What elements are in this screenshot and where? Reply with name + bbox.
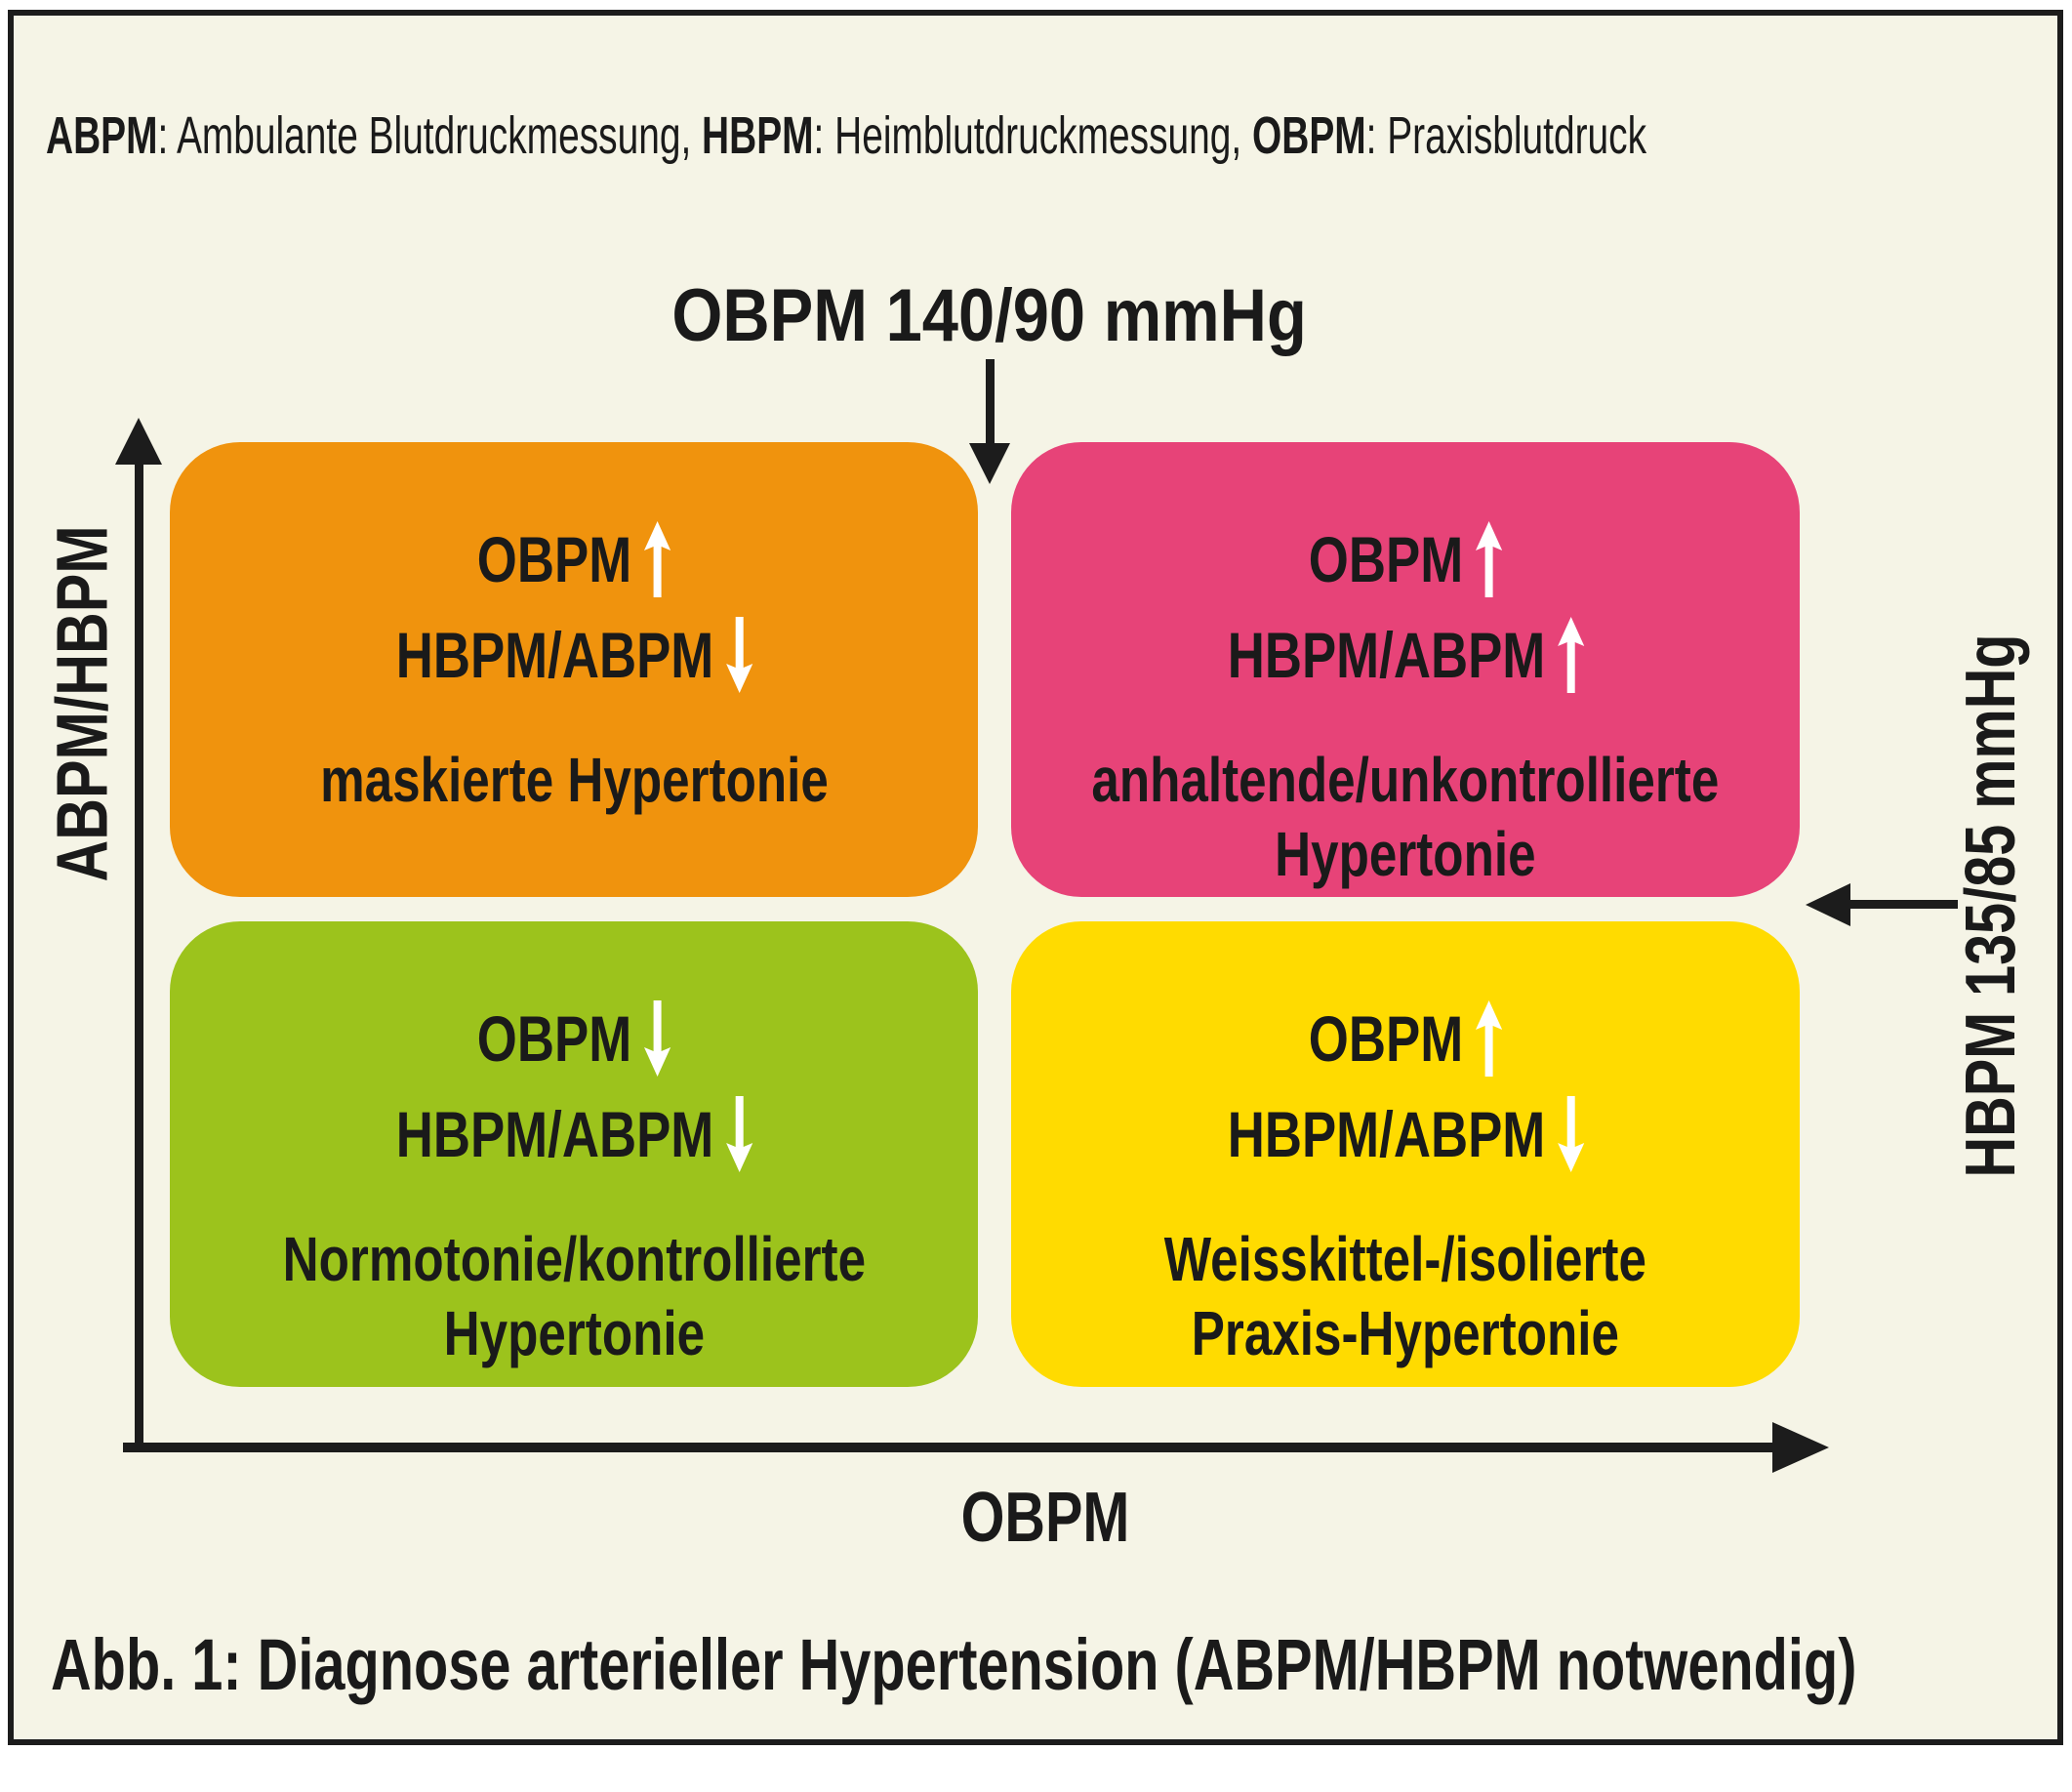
legend-hbpm: HBPM <box>702 106 814 165</box>
legend-obpm: OBPM <box>1251 106 1366 165</box>
quadrant-line1: OBPM <box>1308 521 1503 597</box>
quadrant-line2: HBPM/ABPM <box>1227 1096 1584 1172</box>
quadrant-line2: HBPM/ABPM <box>1227 617 1584 693</box>
quadrant-sustained-uncontrolled-hypertension: OBPM HBPM/ABPM anhaltende/unkontrolliert… <box>1011 442 1800 897</box>
down-arrow-icon <box>644 1000 671 1077</box>
down-arrow-icon <box>725 617 752 693</box>
up-arrow-icon <box>1476 521 1503 597</box>
measure-label: HBPM/ABPM <box>1227 619 1545 691</box>
quadrant-normotension-controlled-hypertension: OBPM HBPM/ABPM Normotonie/kontrollierte … <box>170 921 978 1387</box>
x-axis-line <box>123 1443 1774 1452</box>
measure-label: OBPM <box>476 523 632 595</box>
legend-hbpm-def: : Heimblutdruckmessung, <box>813 106 1252 165</box>
legend-abpm: ABPM <box>46 106 158 165</box>
y-axis-line <box>135 443 143 1447</box>
quadrant-line2: HBPM/ABPM <box>395 617 752 693</box>
quadrant-masked-hypertension: OBPM HBPM/ABPM maskierte Hypertonie <box>170 442 978 897</box>
measure-label: HBPM/ABPM <box>1227 1098 1545 1170</box>
measure-label: OBPM <box>1308 523 1464 595</box>
legend-obpm-def: : Praxisblutdruck <box>1365 106 1647 165</box>
up-arrow-icon <box>1557 617 1584 693</box>
abbreviation-legend: ABPM: Ambulante Blutdruckmessung, HBPM: … <box>46 105 2072 166</box>
measure-label: HBPM/ABPM <box>395 1098 713 1170</box>
measure-label: OBPM <box>476 1002 632 1075</box>
quadrant-whitecoat-isolated-office-hypertension: OBPM HBPM/ABPM Weisskittel-/isolierte Pr… <box>1011 921 1800 1387</box>
quadrant-diagnosis: maskierte Hypertonie <box>319 745 829 815</box>
measure-label: OBPM <box>1308 1002 1464 1075</box>
quadrant-diagnosis: Weisskittel-/isolierte Praxis-Hypertonie <box>1163 1224 1647 1368</box>
obpm-threshold-arrow-shaft <box>986 359 995 445</box>
quadrant-diagnosis: anhaltende/unkontrollierte Hypertonie <box>1091 745 1720 889</box>
measure-label: HBPM/ABPM <box>395 619 713 691</box>
figure-caption: Abb. 1: Diagnose arterieller Hypertensio… <box>51 1624 1857 1705</box>
quadrant-line1: OBPM <box>476 1000 671 1077</box>
quadrant-line1: OBPM <box>476 521 671 597</box>
down-arrow-icon <box>725 1096 752 1172</box>
obpm-threshold-label: OBPM 140/90 mmHg <box>671 274 1308 357</box>
quadrant-diagnosis: Normotonie/kontrollierte Hypertonie <box>282 1224 866 1368</box>
up-arrow-icon <box>115 418 162 465</box>
down-arrow-icon <box>1557 1096 1584 1172</box>
legend-abpm-def: : Ambulante Blutdruckmessung, <box>157 106 703 165</box>
down-arrow-icon <box>969 443 1010 484</box>
up-arrow-icon <box>1476 1000 1503 1077</box>
up-arrow-icon <box>644 521 671 597</box>
figure-frame: ABPM: Ambulante Blutdruckmessung, HBPM: … <box>8 10 2063 1745</box>
quadrant-line2: HBPM/ABPM <box>395 1096 752 1172</box>
right-arrow-icon <box>1772 1422 1829 1473</box>
quadrant-line1: OBPM <box>1308 1000 1503 1077</box>
left-arrow-icon <box>1806 883 1850 926</box>
hbpm-threshold-arrow-shaft <box>1841 900 1958 909</box>
